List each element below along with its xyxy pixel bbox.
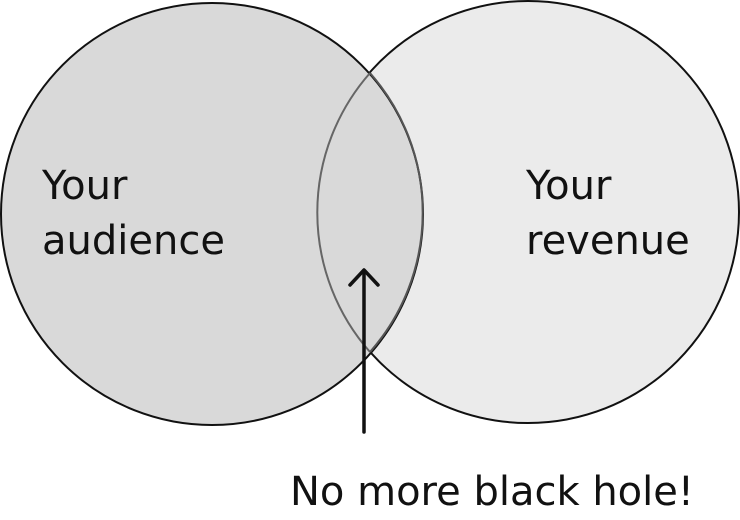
revenue-label-line2: revenue (526, 218, 690, 264)
revenue-label-line1: Your (525, 163, 612, 209)
audience-label-line2: audience (42, 218, 225, 264)
audience-circle (0, 2, 424, 426)
overlap-boundary (316, 72, 371, 353)
overlap-left-edge (369, 72, 424, 353)
up-arrow-icon (348, 268, 380, 434)
overlap-caption: No more black hole! (290, 469, 694, 515)
audience-label-line1: Your (41, 163, 128, 209)
